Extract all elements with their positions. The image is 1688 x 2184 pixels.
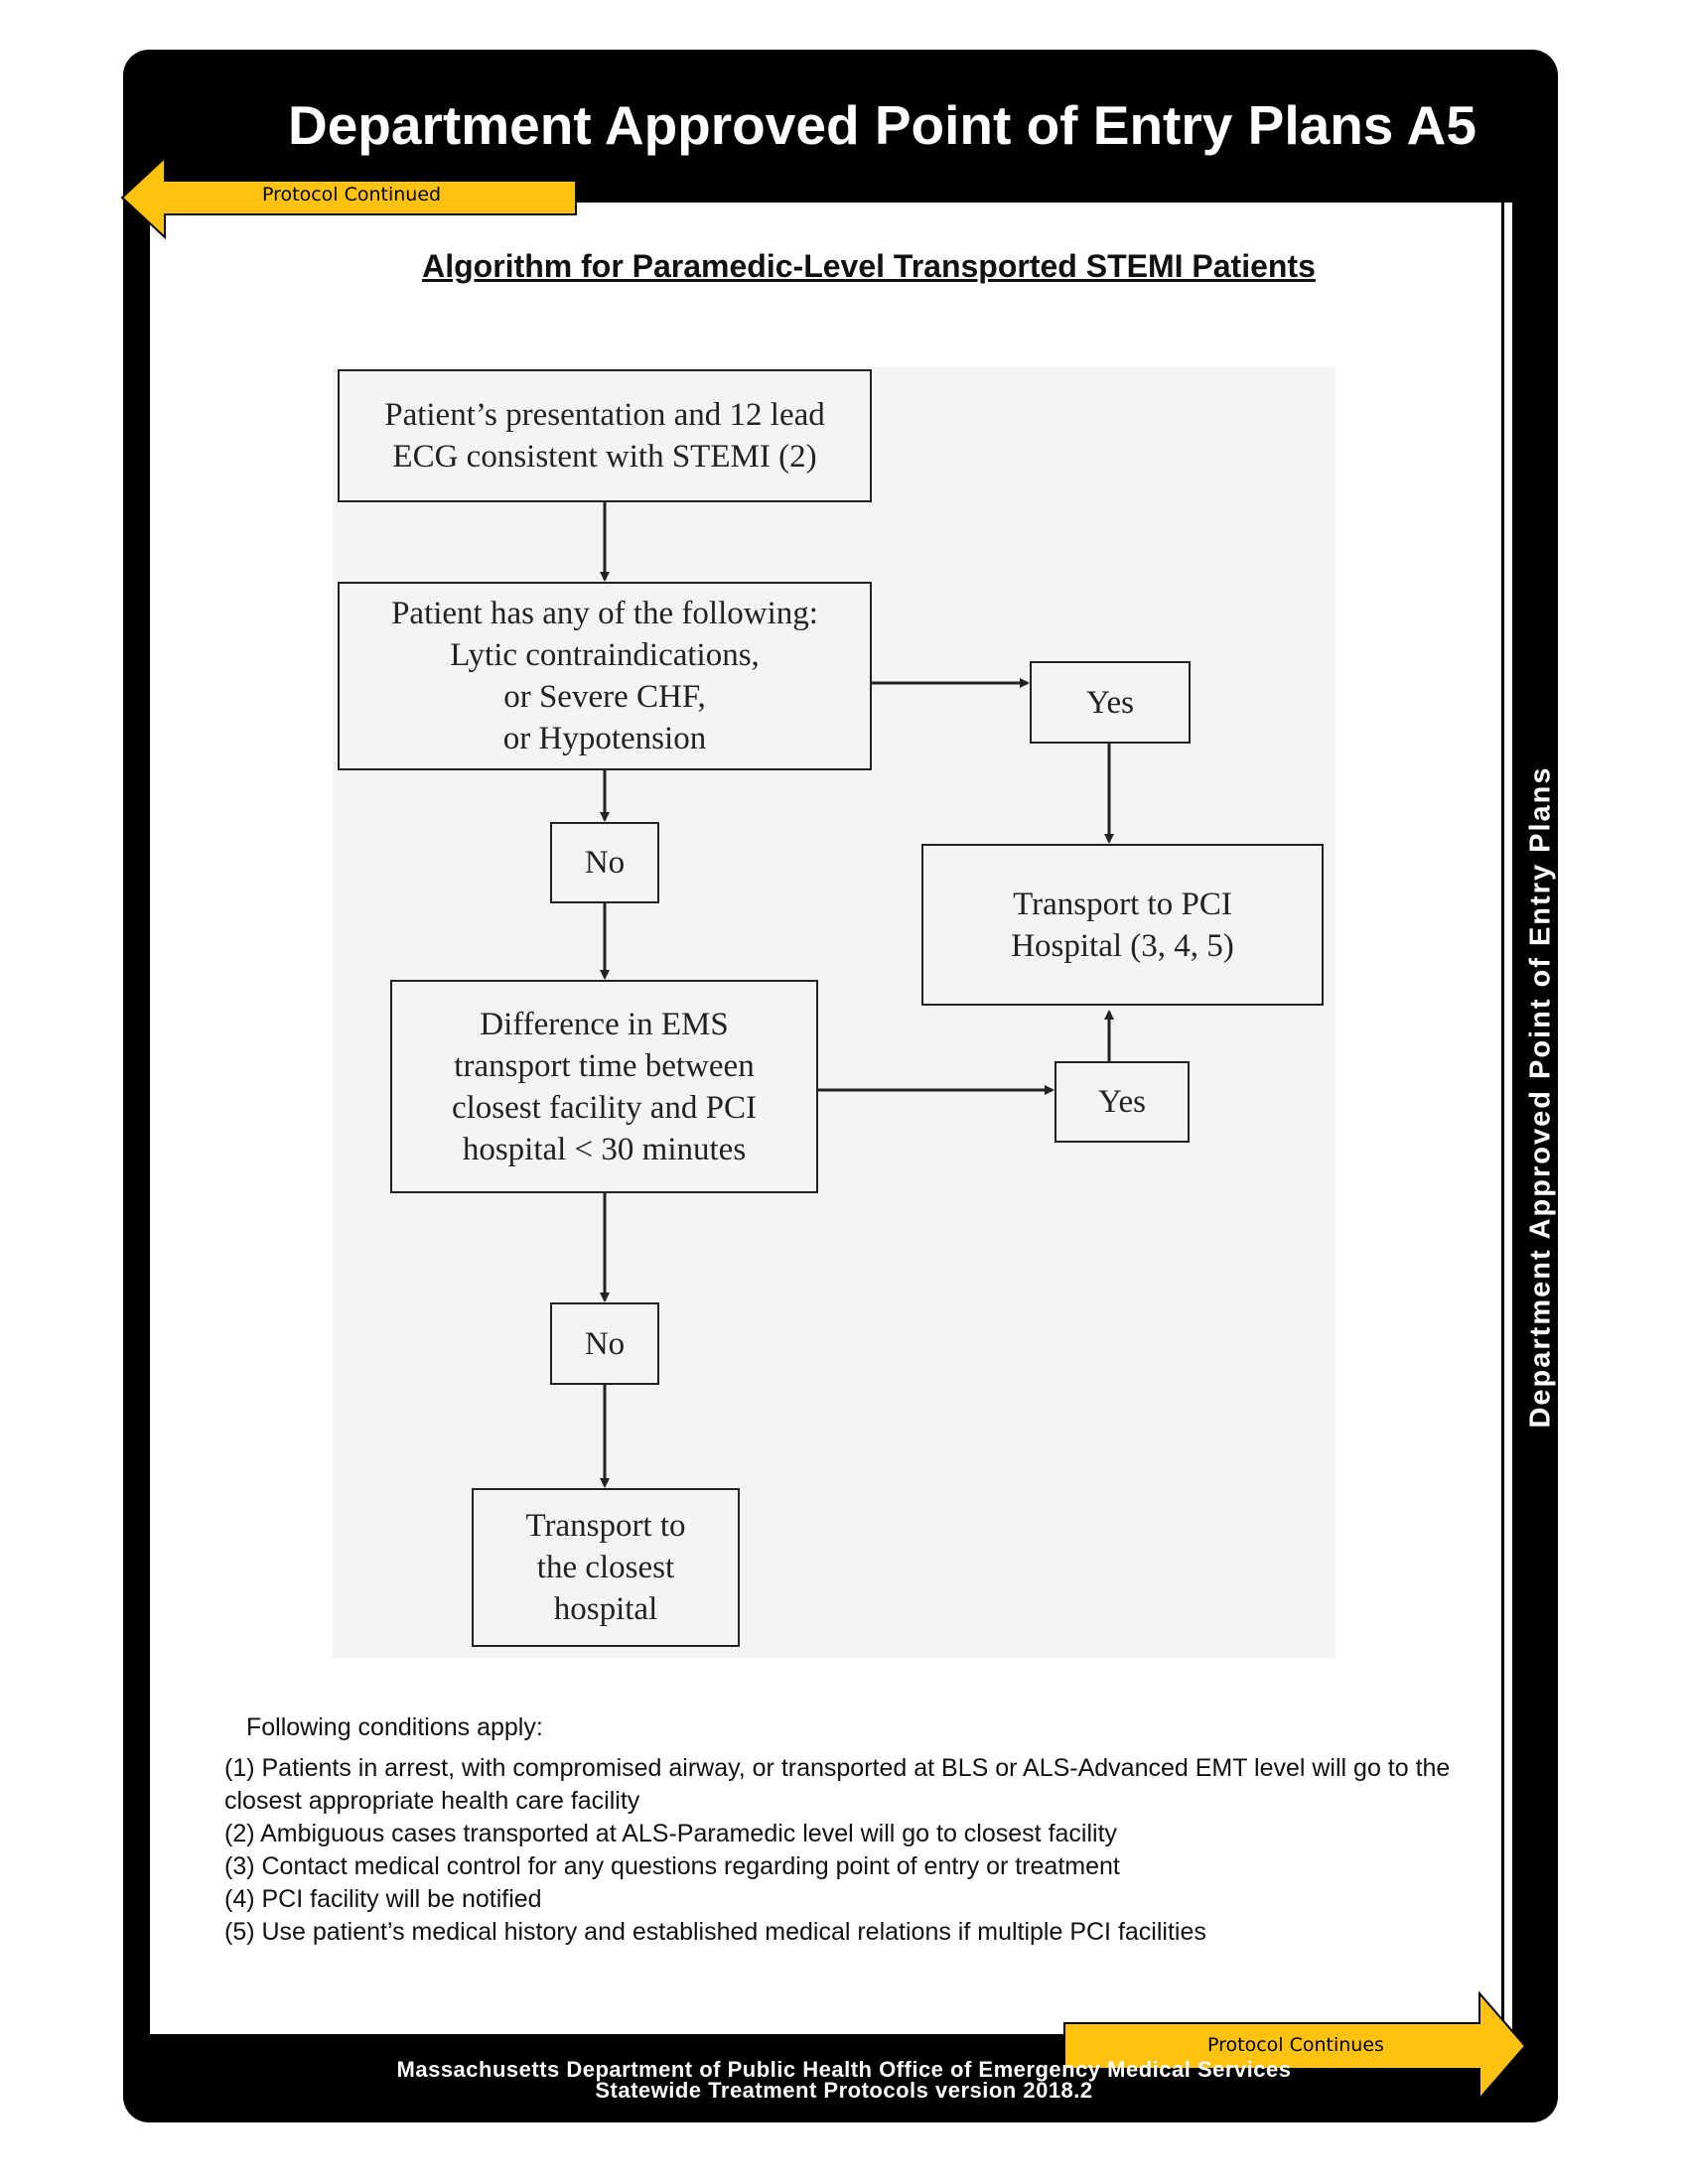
condition-item: (3) Contact medical control for any ques… bbox=[224, 1852, 1120, 1880]
question-transport-time-box: Difference in EMS transport time between… bbox=[390, 980, 818, 1193]
protocol-continued-label[interactable]: Protocol Continued bbox=[262, 184, 442, 205]
condition-item: (2) Ambiguous cases transported at ALS-P… bbox=[224, 1820, 1118, 1847]
page-title: Department Approved Point of Entry Plans… bbox=[288, 94, 1477, 156]
no-box-2: No bbox=[550, 1302, 659, 1385]
question-contraindications-box: Patient has any of the following: Lytic … bbox=[338, 582, 872, 770]
yes-box-2: Yes bbox=[1055, 1061, 1190, 1143]
conditions-section: Following conditions apply: (1) Patients… bbox=[224, 1711, 1485, 1949]
algorithm-title: Algorithm for Paramedic-Level Transporte… bbox=[422, 248, 1316, 284]
no-box-1: No bbox=[550, 822, 659, 903]
start-box: Patient’s presentation and 12 lead ECG c… bbox=[338, 369, 872, 502]
condition-item: (5) Use patient’s medical history and es… bbox=[224, 1918, 1206, 1946]
transport-pci-box: Transport to PCI Hospital (3, 4, 5) bbox=[921, 844, 1324, 1006]
footer-organization: Massachusetts Department of Public Healt… bbox=[396, 2057, 1292, 2082]
protocol-continues-label[interactable]: Protocol Continues bbox=[1207, 2034, 1384, 2056]
panel-divider bbox=[1501, 199, 1504, 2038]
protocol-continued-arrow-icon[interactable] bbox=[119, 155, 586, 240]
protocol-continues-arrow-icon[interactable] bbox=[1062, 1991, 1529, 2101]
transport-closest-box: Transport to the closest hospital bbox=[472, 1488, 740, 1647]
conditions-heading: Following conditions apply: bbox=[246, 1713, 543, 1741]
condition-item: (1) Patients in arrest, with compromised… bbox=[224, 1754, 1451, 1815]
condition-item: (4) PCI facility will be notified bbox=[224, 1885, 542, 1913]
yes-box-1: Yes bbox=[1030, 661, 1191, 744]
footer-version: Statewide Treatment Protocols version 20… bbox=[595, 2078, 1093, 2103]
